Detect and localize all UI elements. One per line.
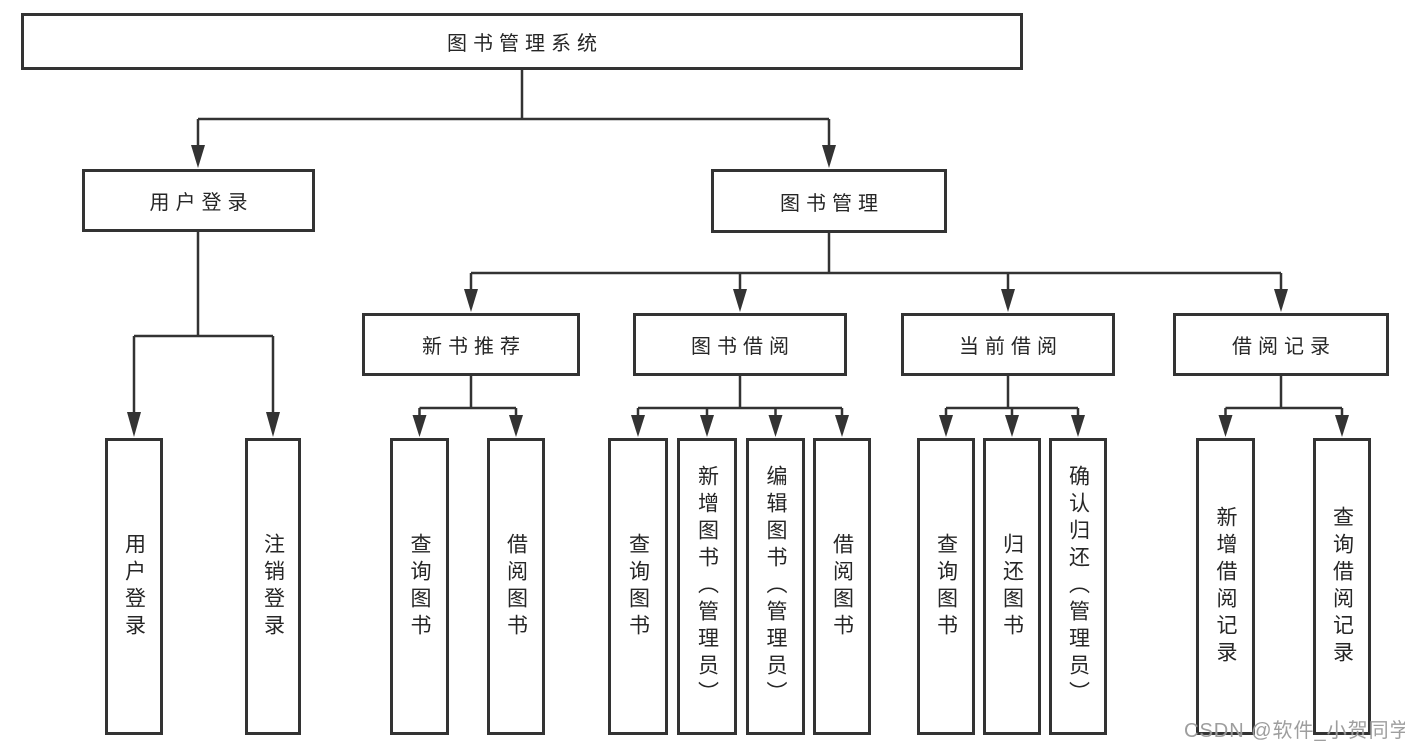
leaf-add-borrow-record: 新增借阅记录 [1196, 438, 1255, 735]
node-current-borrow: 当前借阅 [901, 313, 1115, 376]
leaf-query-books-borrow: 查询图书 [608, 438, 668, 735]
leaf-query-books-recommend: 查询图书 [390, 438, 449, 735]
node-root-system: 图书管理系统 [21, 13, 1023, 70]
node-user-login: 用户登录 [82, 169, 315, 232]
watermark: CSDN @软件_小贺同学 [1184, 720, 1405, 742]
leaf-add-books-admin: 新增图书（管理员） [677, 438, 737, 735]
leaf-confirm-return-admin: 确认归还（管理员） [1049, 438, 1107, 735]
leaf-borrow-books-recommend: 借阅图书 [487, 438, 545, 735]
leaf-edit-books-admin: 编辑图书（管理员） [746, 438, 805, 735]
node-book-borrow: 图书借阅 [633, 313, 847, 376]
node-new-book-recommend: 新书推荐 [362, 313, 580, 376]
leaf-query-borrow-record: 查询借阅记录 [1313, 438, 1371, 735]
leaf-return-books: 归还图书 [983, 438, 1041, 735]
node-book-management: 图书管理 [711, 169, 947, 233]
leaf-query-books-current: 查询图书 [917, 438, 975, 735]
node-borrow-record: 借阅记录 [1173, 313, 1389, 376]
arrowheads [127, 145, 1349, 437]
leaf-logout: 注销登录 [245, 438, 301, 735]
leaf-user-login: 用户登录 [105, 438, 163, 735]
leaf-borrow-books: 借阅图书 [813, 438, 871, 735]
